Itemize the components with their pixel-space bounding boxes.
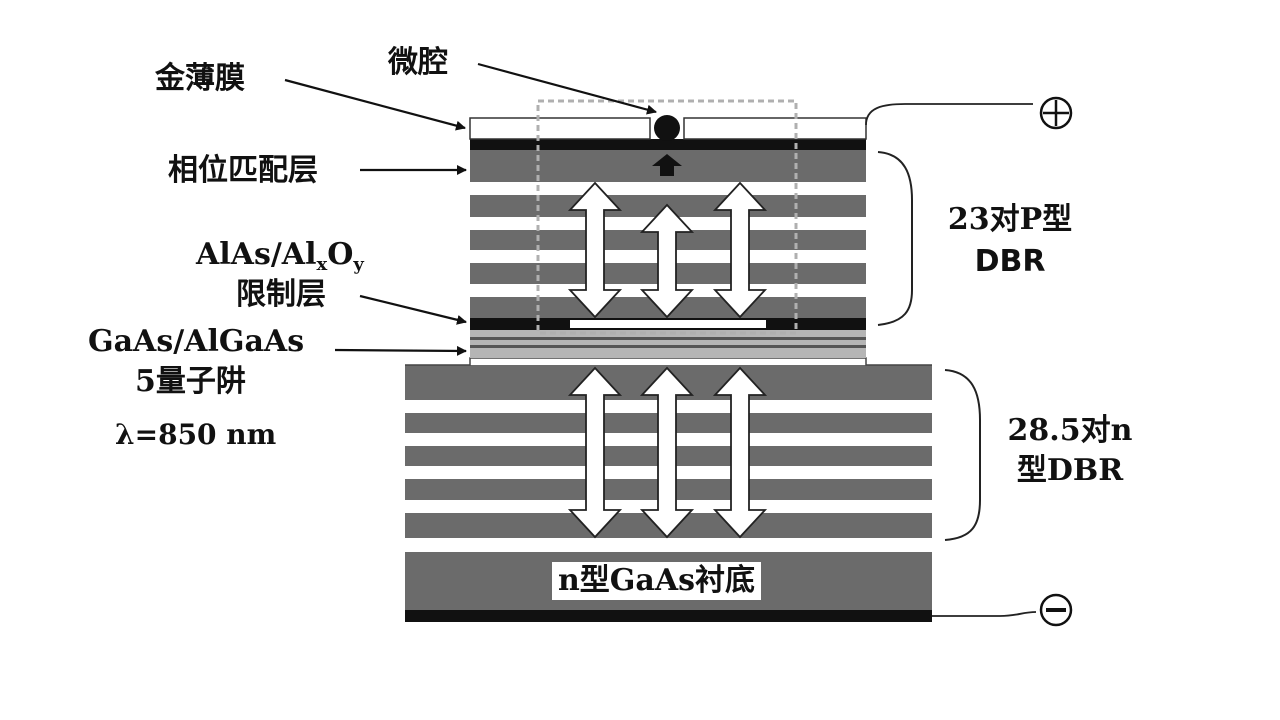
confinement-material-label: AlAs/AlxOy (196, 238, 364, 282)
p-dbr-stripes (470, 182, 866, 297)
positive-terminal (1039, 96, 1073, 130)
p-dbr-double-arrow (567, 181, 623, 319)
quantum-well-region (470, 330, 866, 358)
gold-film-label: 金薄膜 (155, 61, 245, 96)
confinement-sub-y: y (353, 254, 364, 275)
n-dbr-label-line1: 28.5对n (1007, 413, 1133, 448)
small-up-arrow (652, 154, 682, 176)
phase-matching-label: 相位匹配层 (168, 153, 318, 188)
p-dbr-double-arrow (712, 181, 768, 319)
confinement-pointer (359, 294, 467, 325)
microcavity-dot (654, 115, 680, 141)
bottom-contact (405, 610, 932, 622)
microcavity-label: 微腔 (388, 45, 448, 80)
wavelength-label: λ=850 nm (115, 418, 277, 451)
qw-line (470, 337, 866, 340)
p-dbr-label-line1: 23对P型 (947, 202, 1073, 237)
confinement-material-part2: O (327, 237, 354, 272)
negative-terminal (1039, 593, 1073, 627)
n-dbr-double-arrow (567, 366, 623, 539)
n-dbr-brace (944, 369, 981, 541)
microcavity-box (536, 99, 798, 335)
qw-line (470, 345, 866, 348)
substrate-label: n型GaAs衬底 (552, 562, 762, 600)
qw-band (470, 330, 866, 358)
n-dbr-stripe (405, 538, 932, 552)
confinement-layer-label: 限制层 (236, 277, 326, 312)
oxide-aperture (570, 320, 766, 328)
gold-film-right (683, 117, 867, 140)
p-dbr-label-line2: DBR (974, 244, 1046, 279)
confinement-sub-x: x (316, 254, 328, 275)
bottom-mesa-outline (405, 357, 932, 366)
gold-film-pointer (284, 78, 466, 131)
qw-pointer (334, 345, 467, 356)
p-dbr-brace (877, 151, 913, 326)
qw-material-label: GaAs/AlGaAs (88, 324, 305, 359)
phase-matching-layer-band (470, 139, 866, 150)
double-arrows (567, 181, 768, 539)
qw-count-label: 5量子阱 (135, 364, 246, 399)
microcavity-pointer (477, 62, 657, 115)
positive-wire (865, 103, 1033, 126)
label-pointers (284, 62, 657, 356)
gold-film-left (469, 117, 651, 140)
p-dbr-stripe (470, 182, 866, 195)
n-dbr-label-line2: 型DBR (1016, 453, 1124, 488)
p-dbr-double-arrow (639, 203, 695, 319)
negative-wire (932, 611, 1037, 617)
n-dbr-double-arrow (712, 366, 768, 539)
n-dbr-double-arrow (639, 366, 695, 539)
confinement-material-part1: AlAs/Al (196, 237, 317, 272)
